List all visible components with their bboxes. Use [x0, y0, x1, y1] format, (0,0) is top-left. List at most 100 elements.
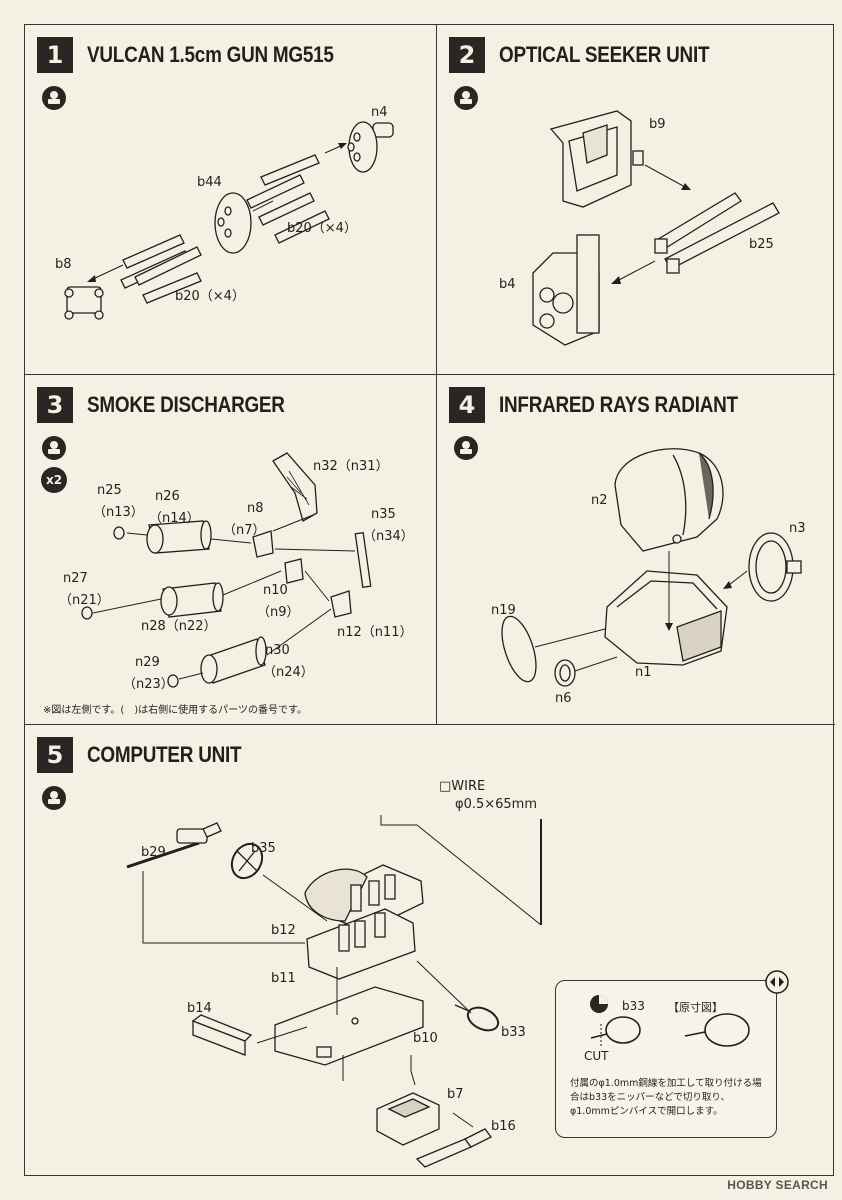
part-label: （n13） — [93, 505, 144, 520]
part-n35 — [354, 531, 372, 589]
part-label: n8 — [247, 501, 264, 516]
part-label: b11 — [271, 971, 296, 986]
step-number: 5 — [37, 737, 73, 773]
part-b8 — [64, 286, 104, 320]
part-n10 — [284, 558, 304, 584]
part-label: （n24） — [263, 665, 314, 680]
cement-icon — [42, 786, 66, 810]
part-b11 — [306, 908, 416, 980]
part-n4 — [347, 121, 394, 173]
part-n32 — [272, 452, 318, 522]
part-n1 — [604, 570, 728, 666]
part-label: b25 — [749, 237, 774, 252]
part-label: （n7） — [223, 523, 266, 538]
wire-spec: φ0.5×65mm — [455, 797, 538, 812]
part-b20-lower — [120, 234, 202, 304]
step-3-panel: 3 SMOKE DISCHARGER x2 — [25, 375, 437, 725]
part-label: n4 — [371, 105, 388, 120]
part-label: b44 — [197, 175, 222, 190]
part-label: （n21） — [59, 593, 110, 608]
part-b20-upper — [246, 154, 330, 244]
part-label: n25 — [97, 483, 122, 498]
part-label: b10 — [413, 1031, 438, 1046]
info-box: b33 【原寸図】 CUT 付属のφ1.0mm銅線を加工して取り付ける場合はb3… — [555, 980, 777, 1138]
part-b16 — [415, 1128, 492, 1168]
part-n6 — [554, 659, 576, 687]
watermark: HOBBY SEARCH — [727, 1178, 828, 1192]
part-b35 — [230, 842, 264, 880]
step-title: COMPUTER UNIT — [87, 742, 242, 767]
part-label: n12（n11） — [337, 625, 413, 640]
part-label: n32（n31） — [313, 459, 389, 474]
part-b7 — [376, 1092, 440, 1146]
part-b12 — [304, 864, 424, 932]
part-n3 — [748, 532, 802, 602]
step-2-panel: 2 OPTICAL SEEKER UNIT — [437, 25, 835, 375]
part-n19 — [501, 615, 537, 683]
step-5-diagram — [126, 815, 542, 1168]
step-title: SMOKE DISCHARGER — [87, 392, 285, 417]
info-text: 付属のφ1.0mm銅線を加工して取り付ける場合はb33をニッパーなどで切り取り、… — [570, 1078, 762, 1117]
part-b4 — [532, 234, 600, 346]
part-n12 — [330, 590, 352, 618]
part-b25 — [654, 192, 780, 274]
part-label: b4 — [499, 277, 516, 292]
step-number: 4 — [449, 387, 485, 423]
part-b44 — [214, 192, 252, 254]
cut-label: CUT — [584, 1049, 609, 1063]
reverse-arrow-icon — [765, 970, 789, 994]
part-label: （n14） — [149, 511, 200, 526]
part-label: n30 — [265, 643, 290, 658]
step-4-panel: 4 INFRARED RAYS RADIANT — [437, 375, 835, 725]
part-b14 — [191, 1014, 253, 1056]
part-b33 — [454, 1004, 500, 1032]
step-title: VULCAN 1.5cm GUN MG515 — [87, 42, 334, 67]
step-note: ※図は左側です。( )は右側に使用するパーツの番号です。 — [43, 705, 307, 716]
part-label: n19 — [491, 603, 516, 618]
part-n2 — [614, 448, 724, 552]
part-label: n2 — [591, 493, 608, 508]
part-label: n6 — [555, 691, 572, 706]
part-label: b7 — [447, 1087, 464, 1102]
cement-icon — [454, 436, 478, 460]
part-label: n28（n22） — [141, 619, 217, 634]
step-5-panel: 5 COMPUTER UNIT □WIRE φ0.5×65mm — [25, 725, 835, 1177]
part-label: n10 — [263, 583, 288, 598]
part-label: b14 — [187, 1001, 212, 1016]
part-label: （n34） — [363, 529, 414, 544]
step-1-diagram — [64, 121, 394, 320]
part-label: n26 — [155, 489, 180, 504]
part-label: （n23） — [123, 677, 174, 692]
step-2-diagram — [532, 110, 780, 346]
part-label: b16 — [491, 1119, 516, 1134]
part-label: n27 — [63, 571, 88, 586]
part-label: n1 — [635, 665, 652, 680]
cement-icon — [454, 86, 478, 110]
part-label: n3 — [789, 521, 806, 536]
part-b10 — [274, 986, 424, 1066]
part-label: n35 — [371, 507, 396, 522]
step-title: INFRARED RAYS RADIANT — [499, 392, 738, 417]
part-label: b33 — [501, 1025, 526, 1040]
step-title: OPTICAL SEEKER UNIT — [499, 42, 710, 67]
wire-label: □WIRE — [439, 779, 486, 794]
part-label: b9 — [649, 117, 666, 132]
ring-diagram — [590, 995, 750, 1047]
instruction-sheet: 1 VULCAN 1.5cm GUN MG515 — [24, 24, 835, 1177]
step-1-panel: 1 VULCAN 1.5cm GUN MG515 — [25, 25, 437, 375]
step-3-diagram — [81, 452, 372, 688]
step-number: 3 — [37, 387, 73, 423]
part-n25-n26 — [113, 520, 212, 554]
step-4-diagram — [501, 448, 802, 687]
part-n29-n30 — [167, 636, 267, 688]
actual-size-label: 【原寸図】 — [668, 1001, 723, 1014]
part-n27-n28 — [81, 582, 224, 620]
cement-icon — [42, 436, 66, 460]
part-label: b35 — [251, 841, 276, 856]
part-label: b20（×4） — [175, 289, 245, 304]
quantity-badge: x2 — [41, 467, 67, 493]
part-b29 — [126, 822, 222, 869]
part-label: （n9） — [257, 605, 300, 620]
step-number: 2 — [449, 37, 485, 73]
part-label: b12 — [271, 923, 296, 938]
